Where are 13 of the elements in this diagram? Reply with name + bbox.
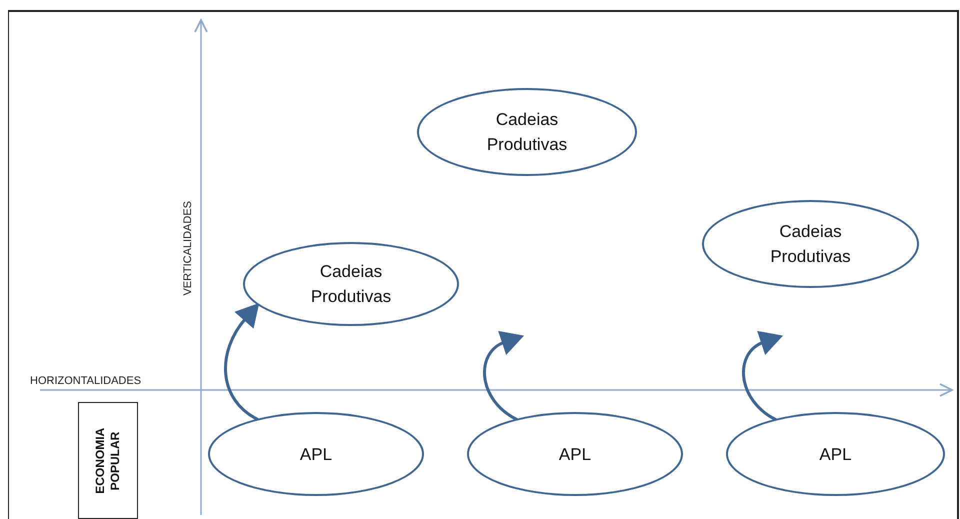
node-label: APL	[298, 444, 334, 466]
vertical-label: ECONOMIA POPULAR	[93, 428, 123, 494]
node-label: Cadeias Produtivas	[486, 109, 568, 156]
curved-arrow	[483, 332, 522, 421]
curved-arrow	[224, 302, 259, 421]
axis-label: VERTICALIDADES	[180, 200, 195, 298]
node-label: Cadeias Produtivas	[310, 261, 392, 308]
node-label: APL	[818, 444, 853, 466]
node-label: Cadeias Produtivas	[769, 221, 852, 268]
label-box	[78, 402, 138, 519]
axis-label: HORIZONTALIDADES	[30, 374, 142, 389]
node-label: APL	[558, 444, 592, 466]
curved-arrow	[742, 332, 782, 422]
